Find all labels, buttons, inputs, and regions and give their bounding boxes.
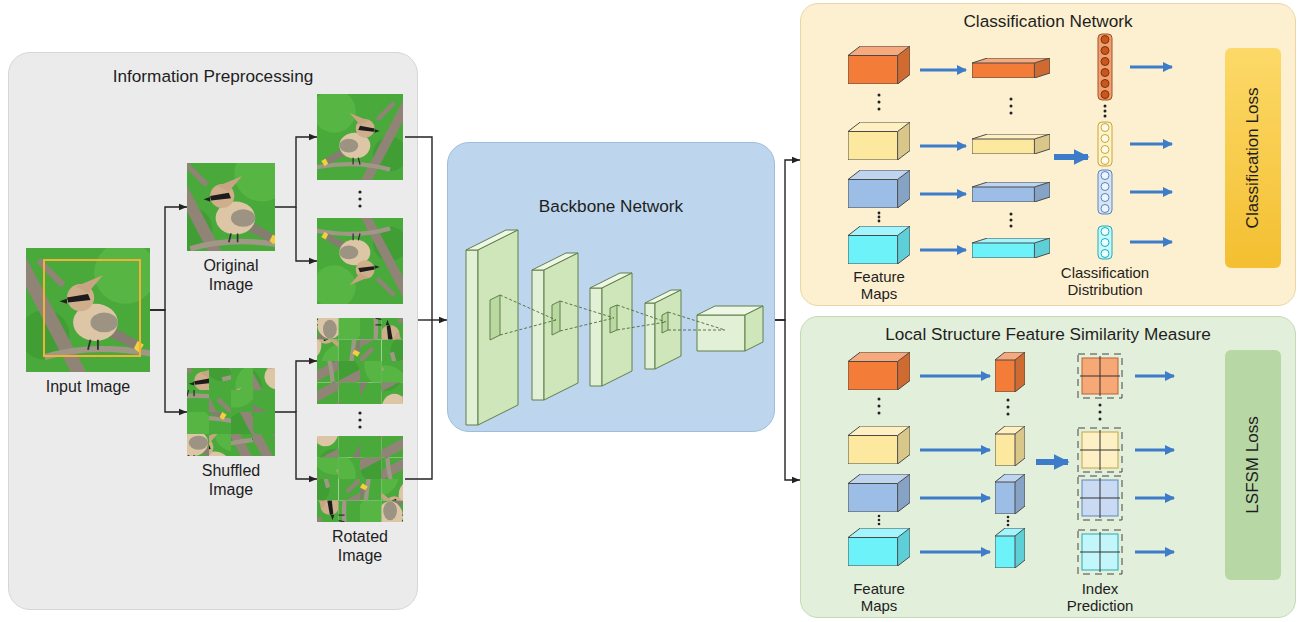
label-slot: Feature Maps	[844, 268, 914, 302]
loss-label: Classification Loss	[1243, 88, 1263, 229]
axis-label: Classification Distribution	[1045, 264, 1165, 298]
preprocessing-panel: Information PreprocessingInput Image Orig…	[8, 52, 418, 610]
label-slot: Classification Distribution	[1045, 264, 1165, 298]
rotated-image: Rotated Image	[317, 436, 403, 522]
loss-bar: Classification Loss	[1225, 48, 1281, 268]
classification-panel: Classification NetworkClassification Los…	[800, 3, 1296, 306]
connector-arrow	[775, 320, 800, 480]
image-caption: Original Image	[191, 256, 271, 294]
loss-bar: LSFSM Loss	[1225, 350, 1281, 580]
axis-label: Feature Maps	[844, 580, 914, 614]
image-caption: Rotated Image	[320, 527, 400, 565]
original-image: Original Image	[187, 163, 275, 251]
panel-title: Local Structure Feature Similarity Measu…	[801, 323, 1295, 345]
loss-label: LSFSM Loss	[1243, 416, 1263, 513]
connector-arrow	[418, 319, 447, 320]
lsfsm-panel: Local Structure Feature Similarity Measu…	[800, 316, 1296, 618]
image-caption: Shuffled Image	[191, 461, 271, 499]
image-caption: Input Image	[26, 377, 150, 396]
connector-arrow	[775, 160, 800, 320]
label-slot: Index Prediction	[1058, 580, 1142, 614]
shuffled-image: Shuffled Image	[187, 368, 275, 456]
panel-title: Classification Network	[801, 10, 1295, 32]
backbone-panel: Backbone Network	[447, 142, 775, 432]
panel-title: Information Preprocessing	[9, 65, 417, 87]
axis-label: Feature Maps	[844, 268, 914, 302]
axis-label: Index Prediction	[1058, 580, 1142, 614]
input-image: Input Image	[26, 248, 150, 372]
panel-title: Backbone Network	[448, 195, 774, 217]
label-slot: Feature Maps	[844, 580, 914, 614]
